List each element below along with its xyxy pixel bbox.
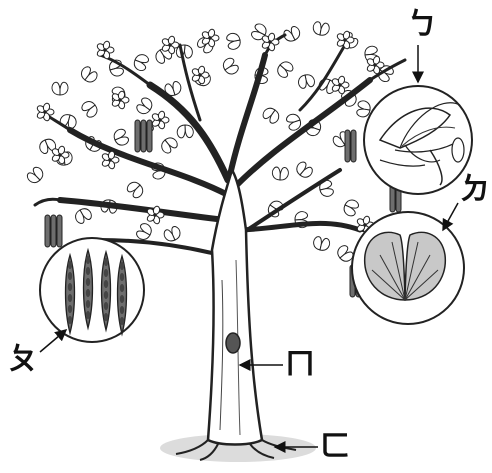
leaf	[125, 179, 145, 199]
label-pod: ㄆ	[8, 345, 38, 375]
flower	[261, 32, 279, 51]
pod	[141, 120, 146, 152]
leaf	[312, 236, 330, 252]
flower	[146, 205, 164, 224]
leaf	[135, 96, 155, 116]
leaf	[275, 59, 295, 79]
leaf	[135, 222, 154, 242]
leaf	[285, 112, 302, 131]
leaf	[112, 128, 130, 148]
leaf	[132, 53, 150, 73]
leaf	[73, 206, 93, 225]
trunk-knot	[226, 333, 240, 353]
leaf	[312, 21, 330, 36]
leaf	[25, 165, 45, 185]
leaf	[159, 135, 179, 155]
leaf	[297, 73, 315, 89]
pod-detail	[40, 238, 144, 342]
leaf	[52, 82, 68, 95]
leaf	[294, 160, 314, 180]
pod	[147, 120, 152, 152]
leaf	[59, 113, 78, 129]
pod	[51, 215, 56, 247]
leaf	[342, 198, 360, 218]
leaf	[79, 65, 99, 85]
leaf	[177, 125, 193, 138]
label-leaf: ㄉ	[460, 175, 490, 205]
leaf	[261, 105, 281, 125]
leaf	[80, 99, 100, 119]
trunk	[208, 170, 262, 445]
leaf	[226, 32, 242, 50]
pod	[135, 120, 140, 152]
pod	[345, 130, 350, 162]
leaf-detail	[352, 212, 464, 324]
leaf	[221, 56, 240, 76]
label-flower: ㄅ	[407, 10, 437, 40]
pod	[45, 215, 50, 247]
label-trunk: ㄇ	[285, 350, 315, 380]
flower	[96, 40, 114, 59]
label-root: ㄈ	[320, 432, 350, 462]
pod	[351, 130, 356, 162]
leaf	[272, 167, 289, 181]
pod	[57, 215, 62, 247]
flower-detail	[364, 86, 472, 194]
leaf	[163, 225, 183, 243]
flower	[151, 110, 169, 129]
